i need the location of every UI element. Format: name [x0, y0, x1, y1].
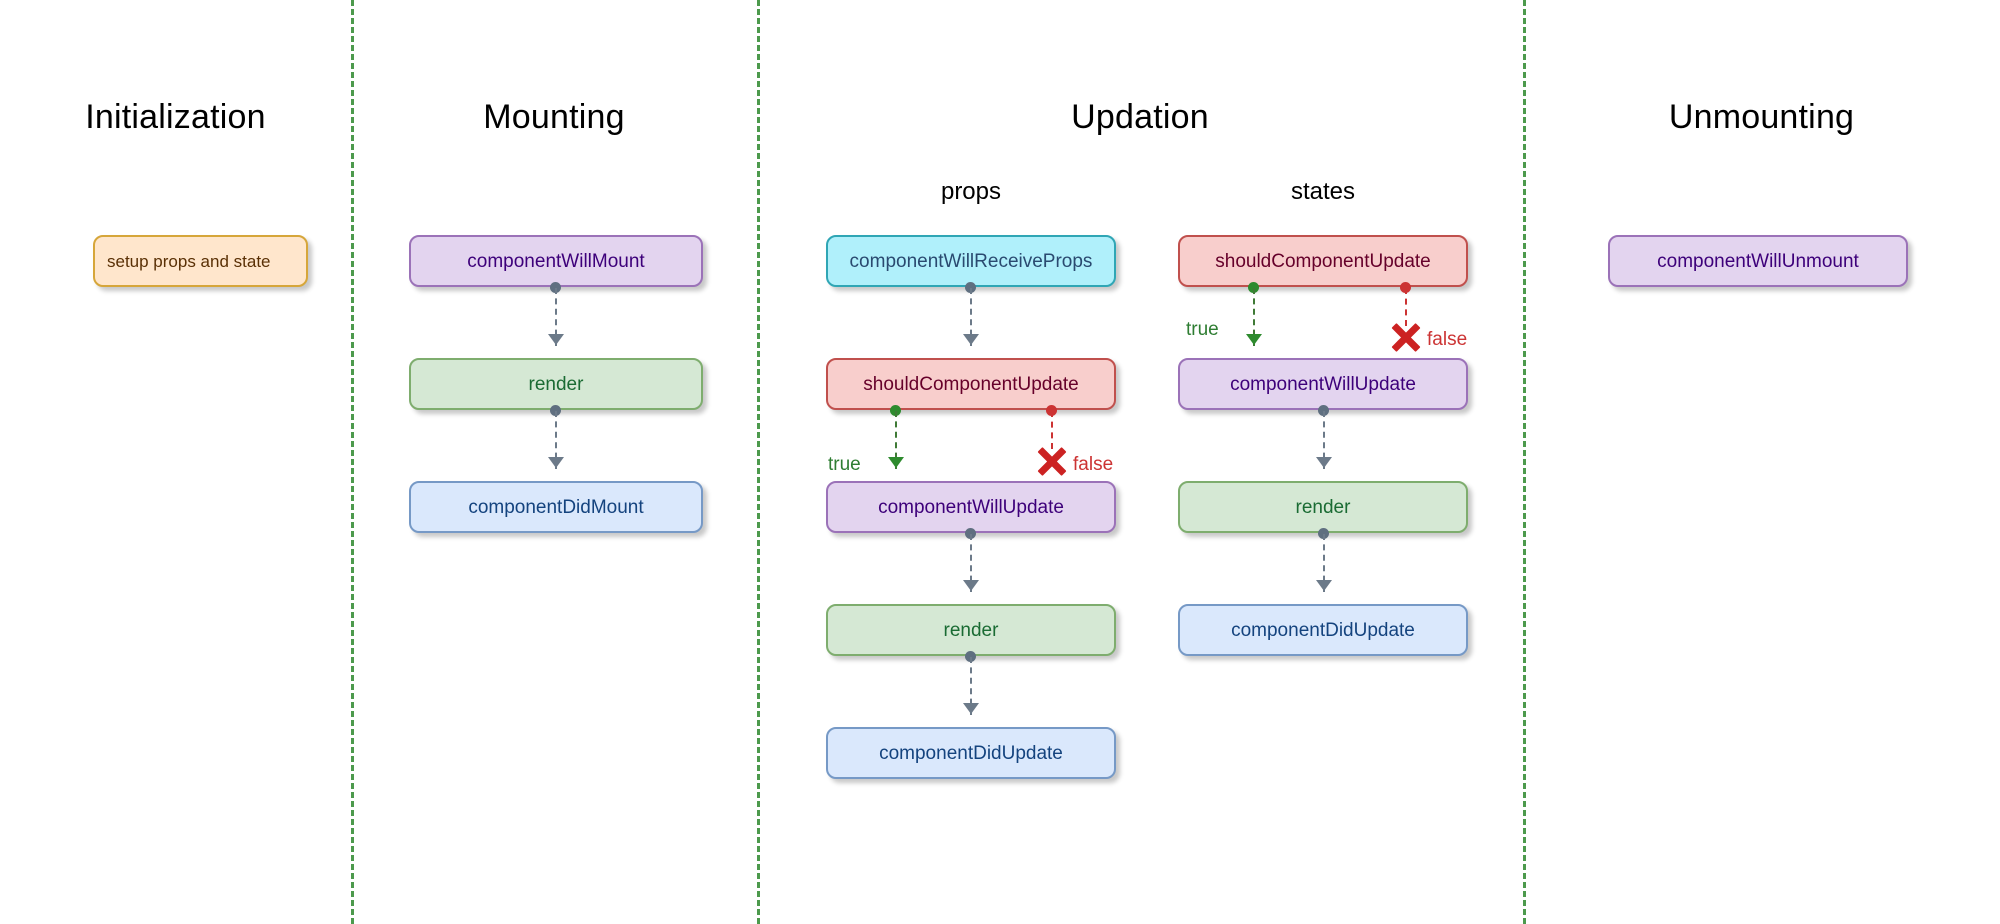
connector-mount-1 [555, 288, 557, 346]
node-component-will-unmount[interactable]: componentWillUnmount [1608, 235, 1908, 287]
node-states-component-did-update[interactable]: componentDidUpdate [1178, 604, 1468, 656]
branch-connector-props-true [895, 411, 897, 469]
connector-states-3 [1323, 534, 1325, 592]
column-divider-3 [1523, 0, 1526, 924]
node-states-component-will-update[interactable]: componentWillUpdate [1178, 358, 1468, 410]
connector-props-1 [970, 288, 972, 346]
node-component-will-mount[interactable]: componentWillMount [409, 235, 703, 287]
column-divider-2 [757, 0, 760, 924]
node-states-should-component-update[interactable]: shouldComponentUpdate [1178, 235, 1468, 287]
blocked-x-icon-props [1035, 444, 1069, 478]
branch-label-states-false: false [1427, 329, 1468, 350]
node-component-will-receive-props[interactable]: componentWillReceiveProps [826, 235, 1116, 287]
column-title-mounting: Mounting [483, 98, 625, 136]
node-mount-render[interactable]: render [409, 358, 703, 410]
connector-dot-states-3 [1318, 528, 1329, 539]
branch-connector-props-false [1051, 411, 1053, 449]
branch-arrow-props-true [888, 457, 904, 468]
connector-props-3 [970, 657, 972, 715]
node-props-component-will-update[interactable]: componentWillUpdate [826, 481, 1116, 533]
connector-dot-props-1 [965, 282, 976, 293]
subheader-states: states [1290, 178, 1356, 205]
connector-arrow-props-1 [963, 334, 979, 345]
branch-connector-states-false [1405, 288, 1407, 326]
node-props-component-did-update[interactable]: componentDidUpdate [826, 727, 1116, 779]
connector-dot-states-2 [1318, 405, 1329, 416]
column-title-updation: Updation [1071, 98, 1209, 136]
connector-dot-props-3 [965, 651, 976, 662]
connector-arrow-mount-1 [548, 334, 564, 345]
branch-dot-props-false [1046, 405, 1057, 416]
branch-label-props-true: true [828, 454, 861, 475]
node-props-render[interactable]: render [826, 604, 1116, 656]
branch-label-props-false: false [1073, 454, 1114, 475]
subheader-props: props [940, 178, 1002, 205]
node-setup-props-and-state[interactable]: setup props and state [93, 235, 308, 287]
branch-label-states-true: true [1186, 319, 1219, 340]
connector-mount-2 [555, 411, 557, 469]
node-states-render[interactable]: render [1178, 481, 1468, 533]
branch-connector-states-true [1253, 288, 1255, 346]
connector-arrow-states-3 [1316, 580, 1332, 591]
branch-dot-states-false [1400, 282, 1411, 293]
node-props-should-component-update[interactable]: shouldComponentUpdate [826, 358, 1116, 410]
connector-arrow-props-2 [963, 580, 979, 591]
branch-dot-states-true [1248, 282, 1259, 293]
node-component-did-mount[interactable]: componentDidMount [409, 481, 703, 533]
connector-states-2 [1323, 411, 1325, 469]
connector-dot-props-2 [965, 528, 976, 539]
branch-arrow-states-true [1246, 334, 1262, 345]
blocked-x-icon-states [1389, 320, 1423, 354]
connector-arrow-props-3 [963, 703, 979, 714]
branch-dot-props-true [890, 405, 901, 416]
column-divider-1 [351, 0, 354, 924]
connector-arrow-mount-2 [548, 457, 564, 468]
connector-arrow-states-2 [1316, 457, 1332, 468]
column-title-initialization: Initialization [85, 98, 266, 136]
connector-props-2 [970, 534, 972, 592]
connector-dot-mount-2 [550, 405, 561, 416]
column-title-unmounting: Unmounting [1668, 98, 1855, 136]
connector-dot-mount-1 [550, 282, 561, 293]
